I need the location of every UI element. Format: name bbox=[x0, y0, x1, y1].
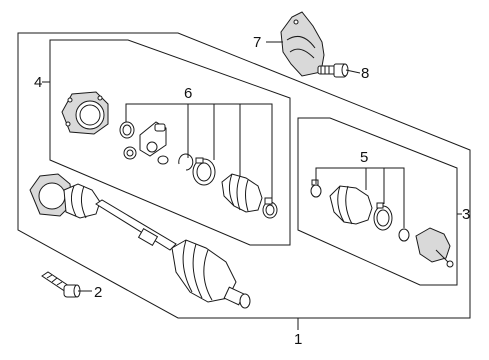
panel-outline-4 bbox=[49, 39, 291, 246]
inner-joint-kit-parts bbox=[310, 179, 454, 268]
callout-4: 4 bbox=[34, 74, 42, 91]
bolt-part-8 bbox=[317, 63, 349, 78]
callout-8: 8 bbox=[361, 65, 369, 82]
cv-joint-housing-part bbox=[61, 91, 109, 135]
ball-cage-part bbox=[123, 121, 169, 165]
callout-5: 5 bbox=[360, 149, 368, 166]
callout-leaders bbox=[42, 41, 462, 330]
circlip-part bbox=[178, 153, 194, 171]
callout-3: 3 bbox=[462, 206, 470, 223]
axle-shaft-assembly-part bbox=[29, 173, 251, 309]
bolt-part-2 bbox=[41, 271, 81, 298]
boot-clamp-small-part bbox=[262, 197, 278, 219]
boot-clamp-large-part bbox=[192, 157, 216, 186]
heat-shield-part bbox=[280, 11, 325, 77]
snap-ring-part bbox=[119, 121, 135, 139]
callout-6: 6 bbox=[184, 85, 192, 102]
cv-boot-outer-part bbox=[221, 173, 263, 213]
callout-5-leaders bbox=[315, 167, 405, 228]
callout-2: 2 bbox=[94, 284, 102, 301]
callout-6-leaders bbox=[125, 103, 273, 198]
assembly-outline-1 bbox=[17, 32, 471, 319]
callout-7: 7 bbox=[253, 34, 261, 51]
panel-outline-3 bbox=[297, 117, 458, 286]
callout-1: 1 bbox=[294, 331, 302, 348]
